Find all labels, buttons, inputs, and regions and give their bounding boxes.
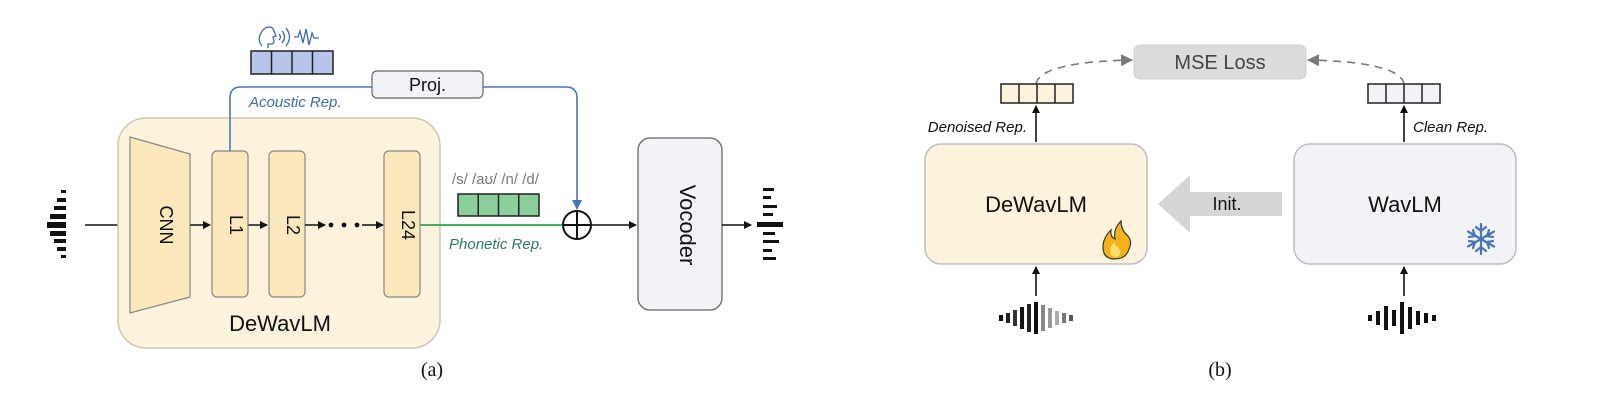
phonetic-rep-blocks bbox=[457, 193, 540, 217]
sum-node-icon bbox=[562, 210, 592, 240]
clean-rep-label: Clean Rep. bbox=[1413, 119, 1488, 136]
layer-l2 bbox=[268, 150, 306, 298]
phoneme-sequence: /s/ /aʊ/ /n/ /d/ bbox=[452, 171, 540, 188]
cnn-block bbox=[129, 136, 191, 314]
vocoder-label: Vocoder bbox=[675, 185, 700, 266]
dewavlm-student-label: DeWavLM bbox=[985, 192, 1087, 217]
clean-rep-blocks bbox=[1367, 83, 1441, 104]
phonetic-rep-label: Phonetic Rep. bbox=[449, 236, 543, 253]
output-waveform-icon bbox=[757, 188, 783, 260]
vocoder-box bbox=[637, 137, 723, 311]
proj-label: Proj. bbox=[409, 75, 446, 95]
caption-b: (b) bbox=[1208, 359, 1231, 381]
fire-icon bbox=[1102, 219, 1132, 260]
denoised-to-mse-arrow bbox=[1035, 54, 1133, 85]
acoustic-rep-blocks bbox=[250, 50, 334, 75]
noisy-waveform-icon bbox=[999, 302, 1073, 334]
cnn-label: CNN bbox=[156, 206, 176, 245]
speaker-voice-icon bbox=[258, 26, 319, 48]
layer-l2-label: L2 bbox=[283, 215, 303, 235]
clean-to-mse-arrow bbox=[1307, 54, 1405, 85]
acoustic-rep-label: Acoustic Rep. bbox=[248, 94, 342, 111]
panel-b: MSE Loss Denoised Rep. Clean Rep. DeWavL… bbox=[924, 44, 1517, 381]
init-arrow bbox=[1158, 175, 1282, 233]
init-label: Init. bbox=[1212, 194, 1241, 214]
mse-loss-box bbox=[1133, 44, 1307, 80]
denoised-rep-label: Denoised Rep. bbox=[928, 119, 1027, 136]
denoised-rep-blocks bbox=[1000, 83, 1074, 104]
wavlm-teacher-label: WavLM bbox=[1368, 192, 1442, 217]
clean-waveform-icon bbox=[1368, 302, 1436, 334]
layer-l24-label: L24 bbox=[398, 210, 418, 240]
dewavlm-student-box bbox=[924, 143, 1148, 265]
acoustic-path bbox=[229, 86, 372, 151]
dewavlm-container-label: DeWavLM bbox=[229, 311, 331, 336]
wavlm-teacher-box bbox=[1293, 143, 1517, 265]
caption-a: (a) bbox=[421, 359, 443, 381]
snowflake-icon bbox=[1466, 222, 1496, 256]
input-waveform-icon bbox=[47, 190, 66, 258]
proj-box bbox=[371, 70, 484, 99]
mse-loss-label: MSE Loss bbox=[1174, 52, 1265, 74]
layer-l1-label: L1 bbox=[226, 215, 246, 235]
panel-a: DeWavLM CNN L1 L2 L24 Acoustic Rep. bbox=[47, 26, 783, 381]
proj-to-sum-arrow bbox=[483, 86, 582, 210]
layer-l24 bbox=[383, 150, 421, 298]
ellipsis-dots bbox=[328, 222, 360, 228]
